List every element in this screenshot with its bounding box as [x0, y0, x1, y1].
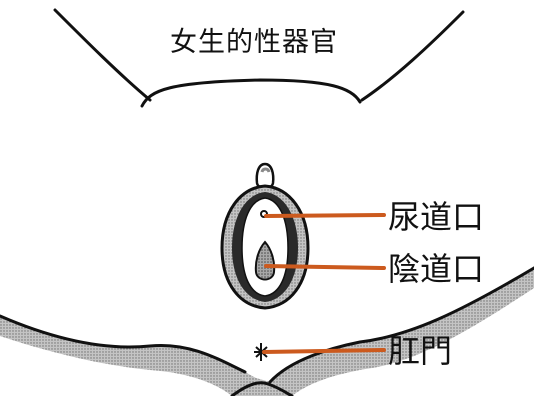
vulva-illustration [220, 162, 310, 310]
leader-lines [262, 213, 386, 354]
label-vaginal-opening: 陰道口 [388, 250, 485, 288]
label-urethral-opening: 尿道口 [388, 198, 485, 236]
leader-line-vagina [264, 264, 386, 270]
upper-body-outline [53, 8, 465, 108]
diagram-title: 女生的性器官 [170, 27, 338, 58]
anus-mark [254, 343, 269, 361]
leader-line-anus [262, 348, 386, 354]
leader-line-urethra [264, 213, 386, 218]
lower-body-outline [0, 266, 534, 396]
label-anus: 肛門 [388, 332, 453, 370]
